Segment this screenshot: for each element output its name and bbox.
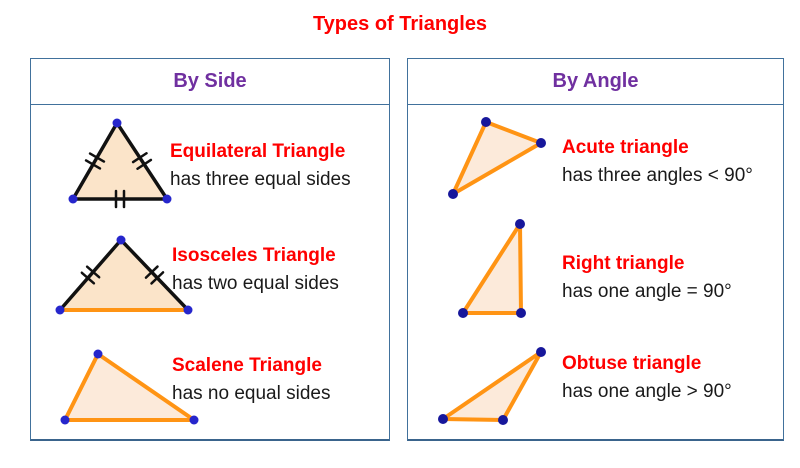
obtuse-triangle-figure — [438, 347, 546, 425]
obtuse-row-text: Obtuse triangle has one angle > 90° — [562, 350, 732, 406]
panel-by-angle-header: By Angle — [408, 59, 783, 105]
scalene-description: has no equal sides — [172, 383, 331, 404]
right-title: Right triangle — [562, 253, 685, 274]
right-triangle-figure — [458, 219, 526, 318]
right-description: has one angle = 90° — [562, 281, 732, 302]
scalene-row-text: Scalene Triangle has no equal sides — [172, 352, 330, 408]
panel-by-side-header: By Side — [31, 59, 389, 105]
equal-side-tick-marks — [80, 265, 165, 285]
vertex-dots — [458, 219, 526, 318]
isosceles-title: Isosceles Triangle — [172, 245, 336, 266]
panel-by-side: By Side Equilateral Triangle has three e… — [30, 58, 390, 441]
equal-side-tick-marks — [84, 152, 153, 209]
acute-row-text: Acute triangle has three angles < 90° — [562, 134, 753, 190]
acute-description: has three angles < 90° — [562, 165, 753, 186]
isosceles-description: has two equal sides — [172, 273, 339, 294]
vertex-dots — [448, 117, 546, 199]
obtuse-description: has one angle > 90° — [562, 381, 732, 402]
equilateral-description: has three equal sides — [170, 169, 351, 190]
vertex-dots — [55, 235, 193, 315]
page-title: Types of Triangles — [312, 13, 488, 35]
vertex-dots — [68, 118, 172, 204]
right-row-text: Right triangle has one angle = 90° — [562, 250, 732, 306]
isosceles-row-text: Isosceles Triangle has two equal sides — [172, 242, 339, 298]
acute-triangle-figure — [448, 117, 546, 199]
scalene-title: Scalene Triangle — [172, 355, 322, 376]
equilateral-triangle-figure — [68, 118, 172, 209]
acute-title: Acute triangle — [562, 137, 689, 158]
equilateral-row-text: Equilateral Triangle has three equal sid… — [170, 138, 351, 194]
vertex-dots — [60, 349, 199, 425]
isosceles-triangle-figure — [55, 235, 193, 315]
scalene-triangle-figure — [60, 349, 199, 425]
equilateral-title: Equilateral Triangle — [170, 141, 346, 162]
panel-by-angle: By Angle Acute triangle has three angles… — [407, 58, 784, 441]
vertex-dots — [438, 347, 546, 425]
obtuse-title: Obtuse triangle — [562, 353, 702, 374]
